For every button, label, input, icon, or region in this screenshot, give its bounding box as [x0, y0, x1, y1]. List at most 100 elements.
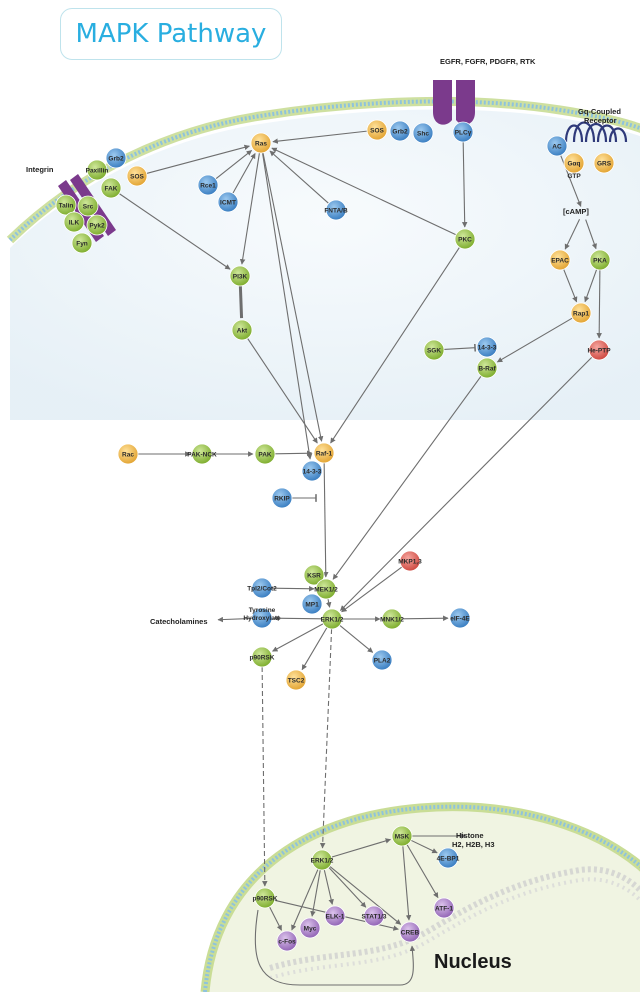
node-sos-circle	[366, 119, 388, 141]
node-rkip: RKIP	[271, 487, 293, 509]
node-ilk-circle	[63, 211, 85, 233]
node-pak: PAK	[254, 443, 276, 465]
node-sos2-circle	[126, 165, 148, 187]
node-ras: Ras	[250, 132, 272, 154]
node-tpl2-circle	[251, 577, 273, 599]
node-pak-circle	[254, 443, 276, 465]
edge-rce1-to-ras	[215, 150, 253, 180]
node-ilk: ILK	[63, 211, 85, 233]
node-sgk-circle	[423, 339, 445, 361]
node-pyk2-label: Pyk2	[89, 223, 105, 230]
node-sgk-label: SGK	[427, 348, 441, 355]
node-paxillin: Paxillin	[86, 159, 108, 181]
edge-erk12n-to-elk1	[323, 869, 334, 905]
integrin-label: Integrin	[26, 165, 54, 174]
node-mek12-label: MEK1/2	[314, 587, 338, 594]
node-rce1-label: Rce1	[200, 183, 216, 190]
node-rce1-circle	[197, 174, 219, 196]
node-atf1-circle	[433, 897, 455, 919]
edge-erk12-to-erk12n	[319, 628, 333, 849]
node-pkc-label: PKC	[458, 237, 472, 244]
node-creb-circle	[399, 921, 421, 943]
node-talin-label: Talin	[59, 203, 74, 210]
catecholamines-label: Catecholamines	[150, 617, 208, 626]
node-tyrosine-circle	[251, 607, 273, 629]
node-rac: Rac	[117, 443, 139, 465]
edge-pka-to-rap1	[584, 269, 598, 303]
edge-sgk-to-p1433a	[443, 343, 477, 352]
node-ac: AC	[546, 135, 568, 157]
node-mnk12-circle	[381, 608, 403, 630]
node-grb2-circle	[389, 120, 411, 142]
tyrosine-label-line1: Tyrosine	[249, 607, 276, 614]
node-akt-label: Akt	[237, 328, 248, 335]
node-pi3k-circle	[229, 265, 251, 287]
tyrosine-label-line2: Hydroxylate	[243, 615, 281, 622]
node-akt-circle	[231, 319, 253, 341]
node-tyrosine	[251, 607, 273, 629]
node-shc-label: Shc	[417, 131, 429, 138]
edge-msk-to-atf1	[406, 844, 439, 899]
node-heptp-label: He-PTP	[587, 348, 611, 355]
node-rap1: Rap1	[570, 302, 592, 324]
node-stat13-circle	[363, 905, 385, 927]
node-erk12-label: ERK1/2	[321, 617, 344, 624]
node-creb: CREB	[399, 921, 421, 943]
node-elk1-label: ELK-1	[326, 914, 345, 921]
node-eif4e: eIF-4E	[449, 607, 470, 629]
node-heptp-circle	[588, 339, 610, 361]
edge-erk12-to-pla2	[339, 624, 374, 653]
node-fnta-label: FNTA/B	[324, 208, 348, 215]
node-fak-label: FAK	[105, 186, 118, 193]
node-sos2-label: SOS	[130, 174, 144, 181]
receptor-label: EGFR, FGFR, PDGFR, RTK	[440, 57, 536, 66]
node-paknck-circle	[191, 443, 213, 465]
edge-sos-to-ras	[272, 130, 368, 144]
edge-erk12n-to-myc	[310, 869, 321, 917]
node-msk-circle	[391, 825, 413, 847]
node-braf: B-Raf	[476, 357, 498, 379]
edge-pkc-to-raf1	[330, 247, 460, 444]
gtp-label: GTP	[567, 173, 581, 180]
node-paknck-label: PAK-NCK	[187, 452, 217, 459]
node-cfos-label: c-Fos	[278, 939, 296, 946]
node-ebp1: 4E-BP1	[437, 847, 460, 869]
edge-raf1-to-mek12	[323, 462, 329, 578]
camp-label: [cAMP]	[563, 207, 589, 216]
node-ras-label: Ras	[255, 141, 267, 148]
node-mkp13-label: MKP1,3	[398, 559, 422, 566]
node-atf1: ATF-1	[433, 897, 455, 919]
node-icmt: ICMT	[217, 191, 239, 213]
edge-mnk12-to-eif4e	[401, 615, 449, 621]
node-p1433a: 14-3-3	[476, 336, 498, 358]
histone-label-line1: Histone	[456, 831, 484, 840]
edge-erk12n-to-msk	[331, 838, 392, 858]
edge-pka-to-heptp	[596, 269, 602, 339]
node-p1433b: 14-3-3	[301, 460, 323, 482]
edge-msk-to-creb	[402, 845, 412, 921]
node-mkp13-circle	[399, 550, 421, 572]
node-fnta: FNTA/B	[324, 199, 348, 221]
edge-fak-to-pi3k	[118, 193, 231, 270]
node-elk1: ELK-1	[324, 905, 346, 927]
nucleus-label: Nucleus	[434, 951, 512, 973]
nucleus-envelope	[200, 802, 640, 992]
edge-mek12-to-erk12	[325, 598, 332, 608]
edge-pak-to-raf1	[274, 450, 313, 457]
node-tsc2: TSC2	[285, 669, 307, 691]
node-mnk12-label: MNK1/2	[380, 617, 404, 624]
node-tsc2-circle	[285, 669, 307, 691]
node-cfos: c-Fos	[276, 930, 298, 952]
edge-msk-to-ebp1	[410, 839, 438, 854]
node-pkc-circle	[454, 228, 476, 250]
node-grs-label: GRS	[597, 161, 612, 168]
node-p90rsk-label: p90RSK	[250, 655, 275, 662]
node-braf-circle	[476, 357, 498, 379]
node-pka-label: PKA	[593, 258, 607, 265]
node-p90rsk: p90RSK	[250, 646, 275, 668]
node-talin-circle	[55, 194, 77, 216]
node-fyn: Fyn	[71, 232, 93, 254]
node-grb2b: Grb2	[105, 147, 127, 169]
